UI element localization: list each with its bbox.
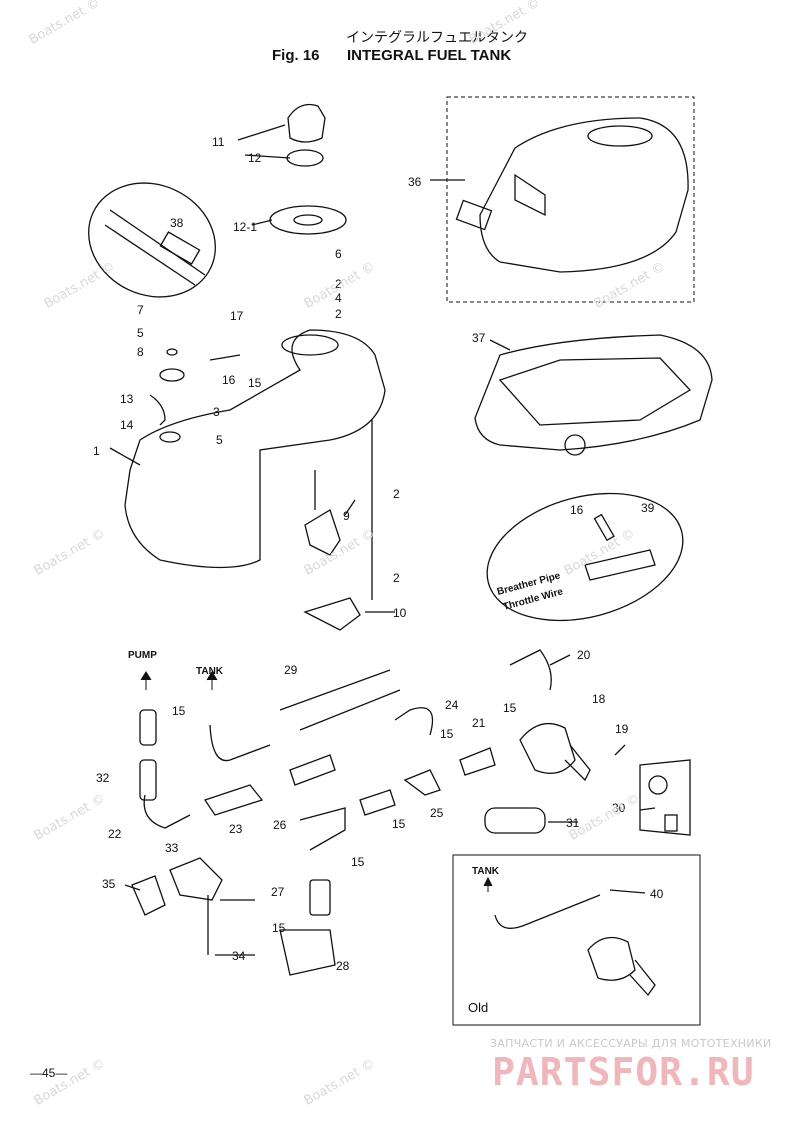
pump-label: PUMP	[128, 650, 157, 661]
callout: 26	[273, 818, 287, 832]
callout: 15	[440, 727, 454, 741]
callout: 11	[212, 135, 225, 149]
filter-23	[203, 784, 264, 816]
callout: 6	[335, 247, 342, 261]
callout: 13	[120, 392, 134, 406]
callout: 2	[335, 277, 342, 291]
bracket-11	[303, 597, 361, 631]
callout: 15	[392, 817, 406, 831]
page-number: —45—	[30, 1066, 68, 1080]
callout: 34	[232, 949, 246, 963]
callout: 2	[393, 487, 400, 501]
fuel-cap	[287, 103, 326, 143]
callout: 39	[641, 501, 655, 515]
callout: 23	[229, 822, 243, 836]
callout: 15	[272, 921, 286, 935]
callout: 14	[120, 418, 134, 432]
callout: 12-1	[233, 220, 257, 234]
callout: 29	[284, 663, 298, 677]
callout: 7	[137, 303, 144, 317]
callout: 12	[248, 151, 262, 165]
bracket-10	[304, 509, 341, 556]
callout: 37	[472, 331, 486, 345]
callout: 24	[445, 698, 459, 712]
callout: 5	[137, 326, 144, 340]
old-inset	[452, 854, 701, 1026]
fuel-cock-18	[519, 722, 576, 774]
label-31	[484, 807, 546, 834]
breather-inset	[486, 492, 684, 622]
japanese-title: インテグラルフュエルタンク	[346, 29, 528, 45]
callout: 3	[213, 405, 220, 419]
figure-number: Fig. 16	[272, 47, 320, 64]
callout: 2	[335, 307, 342, 321]
callout: 19	[615, 722, 629, 736]
brand-subtitle: ЗАПЧАСТИ И АКСЕССУАРЫ ДЛЯ МОТОТЕХНИКИ	[490, 1037, 772, 1050]
callout: 4	[335, 291, 342, 305]
tank-label: TANK	[196, 666, 224, 677]
callout: 16	[570, 503, 584, 517]
callout: 16	[222, 373, 236, 387]
strainer	[269, 205, 347, 235]
callout: 17	[230, 309, 244, 323]
callout: 33	[165, 841, 179, 855]
callout: 18	[592, 692, 606, 706]
fuel-tank	[124, 329, 386, 569]
callout: 5	[216, 433, 223, 447]
old-fuel-cock	[587, 936, 636, 981]
callout: 8	[137, 345, 144, 359]
callout: 31	[566, 816, 580, 830]
callout: 15	[172, 704, 186, 718]
brand-logo[interactable]: PARTSFOR.RU	[492, 1050, 755, 1094]
callout: 20	[577, 648, 591, 662]
top-cover-inset	[446, 96, 695, 303]
callout: 1	[93, 444, 100, 458]
old-label: Old	[468, 1000, 488, 1015]
callout: 15	[503, 701, 517, 715]
callout: 9	[343, 509, 350, 523]
callout: 30	[612, 801, 626, 815]
callout: 27	[271, 885, 285, 899]
callout: 15	[248, 376, 262, 390]
top-cover	[479, 117, 689, 273]
callout: 38	[170, 216, 184, 230]
callout: 10	[393, 606, 407, 620]
callout: 22	[108, 827, 122, 841]
callout: 40	[650, 887, 664, 901]
callout: 28	[336, 959, 350, 973]
diagram-title: INTEGRAL FUEL TANK	[347, 47, 512, 64]
callout: 15	[351, 855, 365, 869]
callout: 21	[472, 716, 486, 730]
throttle-wire-inset	[88, 182, 216, 298]
tank-old-label: TANK	[472, 866, 500, 877]
callout: 36	[408, 175, 422, 189]
callout: 32	[96, 771, 110, 785]
fuel-pump	[169, 857, 223, 901]
callout: 35	[102, 877, 116, 891]
callout: 25	[430, 806, 444, 820]
callout: 2	[393, 571, 400, 585]
bottom-cover	[474, 334, 713, 451]
